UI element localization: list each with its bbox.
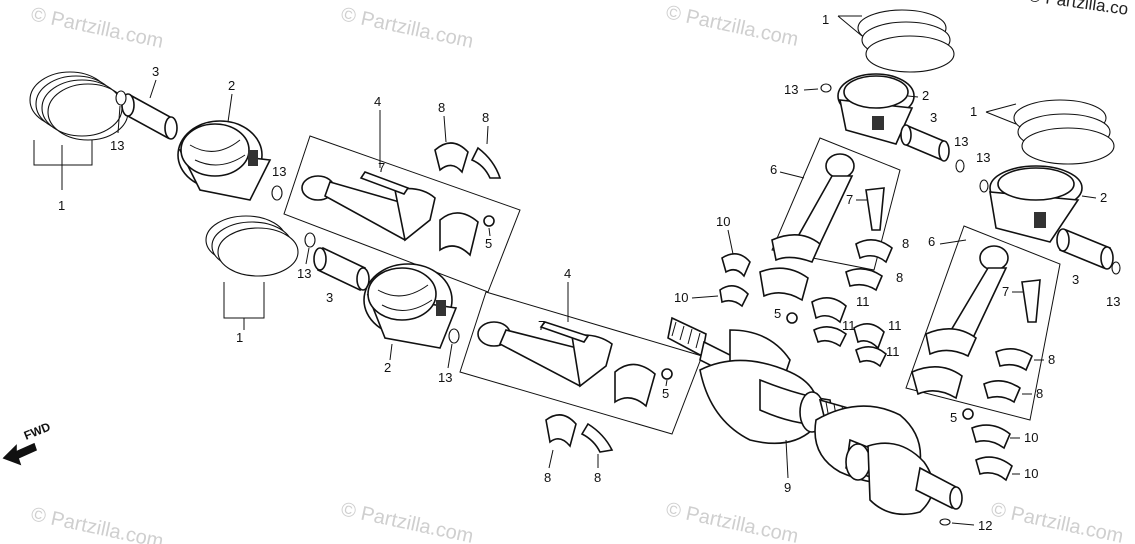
watermark: © Partzilla.com (29, 3, 165, 53)
callout-piston-pin: 3 (1072, 272, 1079, 287)
callout-main-bearing: 10 (1024, 466, 1038, 481)
piston-pin-clip[interactable] (448, 328, 460, 344)
crankshaft-pin[interactable] (939, 518, 951, 526)
piston-ring-set-lower-left[interactable] (205, 215, 299, 330)
piston-upper-left[interactable] (177, 120, 272, 201)
callout-clip: 13 (438, 370, 452, 385)
watermark-layer: © Partzilla.com © Partzilla.com © Partzi… (29, 1, 1125, 544)
connecting-rod-assembly-lower[interactable] (459, 291, 703, 435)
callout-clip: 13 (976, 150, 990, 165)
callout-rod: 6 (770, 162, 777, 177)
piston-pin-clip[interactable] (820, 83, 832, 93)
callout-piston: 2 (922, 88, 929, 103)
forward-direction-arrow: FWD (2, 419, 53, 466)
callout-rod: 6 (928, 234, 935, 249)
callout-piston-pin: 3 (930, 110, 937, 125)
callout-rod-bearing: 8 (438, 100, 445, 115)
callout-piston: 2 (1100, 190, 1107, 205)
callout-piston-pin: 3 (152, 64, 159, 79)
piston-pin-clip[interactable] (979, 179, 989, 193)
fwd-label: FWD (22, 419, 53, 442)
piston-pin-clip[interactable] (955, 159, 965, 173)
callout-main-bearing-b: 11 (856, 294, 870, 309)
main-bearing-left[interactable] (719, 253, 751, 308)
callout-piston-pin: 3 (326, 290, 333, 305)
rod-bearing-lower[interactable] (545, 414, 614, 453)
piston-ring-set-right[interactable] (985, 99, 1115, 165)
piston-pin-top-centre[interactable] (900, 124, 950, 162)
piston-top-centre[interactable] (837, 73, 915, 145)
callout-rod-assy: 4 (564, 266, 571, 281)
connecting-rod-top[interactable] (759, 137, 901, 302)
rod-bearing-top[interactable] (845, 239, 893, 292)
piston-pin-lower-left[interactable] (313, 246, 370, 292)
watermark: © Partzilla.com (339, 498, 475, 544)
piston-right[interactable] (989, 165, 1083, 243)
piston-pin-clip[interactable] (115, 90, 127, 106)
callout-ring-set: 1 (822, 12, 829, 27)
callout-rod-bearing: 8 (544, 470, 551, 485)
piston-pin-clip[interactable] (1111, 261, 1121, 275)
main-bearing-right[interactable] (971, 424, 1013, 482)
watermark: © Partzilla.com (989, 498, 1125, 544)
callout-nut: 5 (485, 236, 492, 251)
callout-main-bearing-b: 11 (886, 344, 900, 359)
callout-rod-bolt: 7 (538, 318, 545, 333)
piston-pin-clip[interactable] (271, 185, 283, 201)
callout-rod-bolt: 7 (378, 160, 385, 175)
rod-nut[interactable] (786, 312, 798, 324)
piston-pin-upper-left[interactable] (121, 93, 178, 140)
piston-lower-left[interactable] (363, 263, 458, 349)
callout-rod-bearing: 8 (1036, 386, 1043, 401)
callout-rod-bearing: 8 (594, 470, 601, 485)
piston-ring-set-upper-left[interactable] (29, 71, 129, 190)
callout-main-bearing: 10 (674, 290, 688, 305)
watermark: © Partzilla.com (339, 3, 475, 53)
rod-bearing-upper[interactable] (434, 142, 502, 179)
callout-nut: 5 (950, 410, 957, 425)
callout-rod-assy: 4 (374, 94, 381, 109)
callout-ring-set: 1 (236, 330, 243, 345)
callout-piston: 2 (228, 78, 235, 93)
connecting-rod-right[interactable] (905, 225, 1061, 421)
rod-bearing-right[interactable] (983, 348, 1033, 404)
piston-pin-clip[interactable] (304, 232, 316, 248)
watermark: © Partzilla.com (664, 498, 800, 544)
callout-clip: 13 (954, 134, 968, 149)
callout-piston: 2 (384, 360, 391, 375)
callout-clip: 13 (110, 138, 124, 153)
callout-rod-bolt: 7 (846, 192, 853, 207)
piston-pin-right[interactable] (1056, 228, 1114, 270)
callout-rod-bearing: 8 (902, 236, 909, 251)
main-bearing-centre[interactable] (811, 297, 887, 368)
callout-ring-set: 1 (970, 104, 977, 119)
callout-ring-set: 1 (58, 198, 65, 213)
callout-rod-bearing: 8 (896, 270, 903, 285)
callout-crankshaft: 9 (784, 480, 791, 495)
callout-nut: 5 (662, 386, 669, 401)
crankshaft[interactable] (667, 316, 963, 516)
watermark: © Partzilla.com (664, 1, 800, 51)
callout-main-bearing-b: 11 (888, 318, 902, 333)
callout-pin: 12 (978, 518, 992, 533)
callout-clip: 13 (297, 266, 311, 281)
callout-clip: 13 (784, 82, 798, 97)
callout-main-bearing: 10 (716, 214, 730, 229)
callout-main-bearing-b: 11 (842, 318, 856, 333)
callout-clip: 13 (1106, 294, 1120, 309)
callout-nut: 5 (774, 306, 781, 321)
callout-clip: 13 (272, 164, 286, 179)
connecting-rod-assembly-upper[interactable] (283, 135, 521, 293)
piston-ring-set-top-centre[interactable] (837, 9, 955, 73)
callout-rod-bearing: 8 (482, 110, 489, 125)
watermark: © Partzilla.com (29, 503, 165, 544)
callout-rod-bolt: 7 (1002, 284, 1009, 299)
callout-rod-bearing: 8 (1048, 352, 1055, 367)
callout-main-bearing: 10 (1024, 430, 1038, 445)
